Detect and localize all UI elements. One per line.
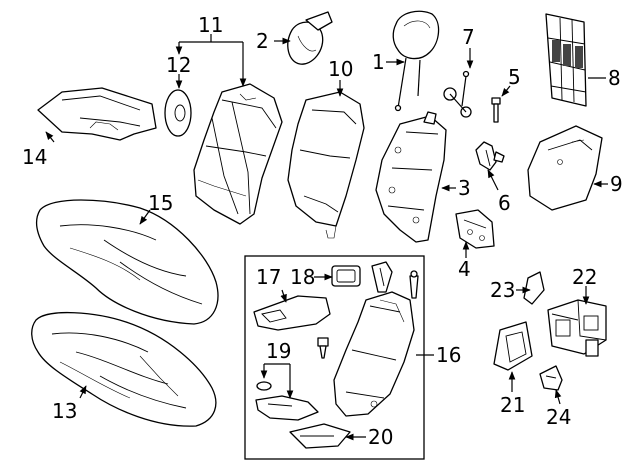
part-20-tray [289, 423, 351, 449]
label-22: 22 [572, 265, 597, 289]
part-16-armrest [333, 291, 415, 417]
label-15: 15 [148, 191, 173, 215]
leader-lines [45, 34, 608, 441]
part-13-seat-cushion [31, 311, 217, 427]
part-7-cable [443, 70, 472, 118]
label-13: 13 [52, 399, 77, 423]
part-21-bezel [493, 321, 533, 371]
label-9: 9 [610, 172, 623, 196]
label-24: 24 [546, 405, 571, 429]
part-1-headrest [392, 10, 440, 112]
callout-labels: 11 2 12 10 1 7 5 8 14 3 6 9 15 4 17 18 1… [22, 13, 623, 449]
part-24-bracket [539, 365, 563, 391]
part-15-seat-cover [35, 199, 219, 325]
part-3-backrest-frame [375, 111, 447, 243]
label-5: 5 [508, 65, 521, 89]
inset-box [244, 255, 425, 460]
label-21: 21 [500, 393, 525, 417]
part-5-pin [491, 97, 501, 123]
part-6-bracket [475, 141, 505, 171]
part-4-mount [455, 209, 495, 249]
part-11-backrest-cover [193, 83, 283, 225]
label-8: 8 [608, 66, 621, 90]
part-screw [317, 337, 329, 359]
label-16: 16 [436, 343, 461, 367]
label-4: 4 [458, 257, 471, 281]
label-2: 2 [256, 29, 269, 53]
label-6: 6 [498, 191, 511, 215]
label-10: 10 [328, 57, 353, 81]
label-18: 18 [290, 265, 315, 289]
label-20: 20 [368, 425, 393, 449]
label-14: 14 [22, 145, 47, 169]
part-2-cushion [287, 11, 333, 65]
part-17-armrest-pad [253, 295, 331, 331]
label-23: 23 [490, 278, 515, 302]
part-23-clip [523, 271, 545, 305]
label-7: 7 [462, 25, 475, 49]
part-19-clips [255, 381, 319, 421]
part-10-frame-cover [287, 91, 365, 239]
label-19: 19 [266, 339, 291, 363]
label-17: 17 [256, 265, 281, 289]
part-9-side-cover [527, 125, 603, 211]
part-14-panel [37, 87, 157, 141]
part-8-mat [545, 13, 587, 107]
part-18-switch [331, 265, 361, 287]
label-12: 12 [166, 53, 191, 77]
part-12-pad [164, 89, 192, 137]
label-3: 3 [458, 176, 471, 200]
label-11: 11 [198, 13, 223, 37]
part-22-housing [547, 299, 607, 357]
label-1: 1 [372, 50, 385, 74]
inset-connectors [371, 261, 419, 299]
